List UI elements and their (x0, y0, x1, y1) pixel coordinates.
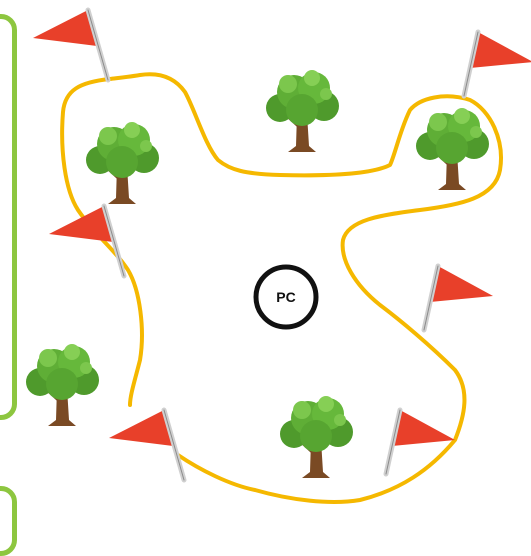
flag-icon (33, 10, 108, 80)
flag-icon (464, 32, 531, 96)
player-token-icon[interactable]: PC (253, 264, 319, 330)
tree-icon (414, 106, 491, 192)
flag-icon (49, 206, 124, 276)
tree-icon (264, 68, 341, 154)
flag-icon (386, 410, 455, 474)
game-map: PC (24, 0, 531, 504)
tree-icon (24, 342, 101, 428)
tree-icon (84, 120, 161, 206)
tree-icon (278, 394, 355, 480)
side-panel (0, 14, 17, 420)
player-label: PC (276, 289, 295, 305)
flag-icon (109, 410, 184, 480)
flag-icon (424, 266, 493, 330)
